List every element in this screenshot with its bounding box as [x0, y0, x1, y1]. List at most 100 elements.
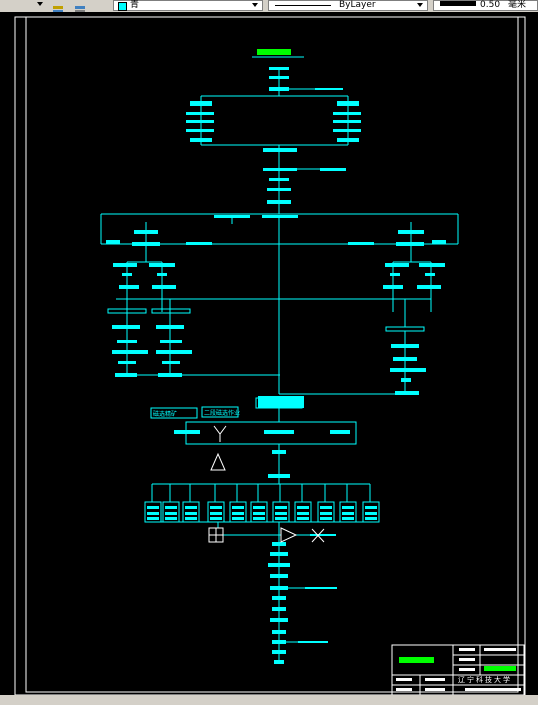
equipment-bar — [320, 168, 346, 171]
equipment-bar — [253, 512, 265, 515]
equipment-bar — [270, 618, 288, 622]
equipment-bar — [165, 506, 177, 509]
equipment-bar — [320, 517, 332, 520]
equipment-box — [162, 501, 180, 523]
equipment-bar — [147, 512, 159, 515]
lineweight-label: 0.50 — [480, 0, 501, 10]
equipment-bar — [186, 242, 212, 245]
drawing-title-bar — [257, 49, 291, 55]
chevron-down-icon[interactable] — [417, 3, 423, 7]
equipment-bar — [269, 67, 289, 70]
lineweight-unit: 毫米 — [508, 0, 527, 10]
equipment-bars — [106, 67, 446, 664]
equipment-bar — [158, 373, 182, 377]
color-swatch — [118, 2, 127, 11]
equipment-bar — [267, 200, 291, 204]
equipment-bar — [263, 148, 297, 152]
equipment-bar — [253, 517, 265, 520]
product-label: 磁选精矿产品 — [258, 400, 294, 408]
equipment-bar — [272, 640, 286, 644]
equipment-bar — [297, 512, 309, 515]
equipment-bar — [396, 242, 424, 246]
linetype-select[interactable]: ByLayer — [268, 0, 428, 11]
equipment-bar — [272, 596, 286, 600]
properties-toolbar: 青 ByLayer 0.50 毫米 — [0, 0, 538, 13]
chevron-down-icon[interactable] — [37, 2, 43, 6]
equipment-bar — [263, 168, 297, 171]
equipment-bar — [425, 273, 435, 276]
equipment-bar — [419, 263, 445, 267]
equipment-bar — [112, 325, 140, 329]
equipment-bar — [117, 340, 137, 343]
equipment-bar — [253, 506, 265, 509]
equipment-bar — [267, 188, 291, 191]
equipment-bar — [305, 587, 337, 589]
triangle-symbol — [280, 527, 298, 543]
equipment-bar — [185, 512, 197, 515]
layer-states-icon[interactable] — [74, 0, 86, 13]
equipment-bar — [395, 391, 419, 395]
equipment-bar — [185, 517, 197, 520]
title-block-school: 辽宁科技大学 — [458, 675, 512, 684]
equipment-bar — [342, 512, 354, 515]
stage-label: 二段磁选作业 — [204, 409, 240, 417]
title-block-fields — [396, 648, 521, 691]
equipment-box — [339, 501, 357, 523]
linetype-preview — [275, 5, 331, 6]
drawing-canvas[interactable]: 磁选精矿产品 磁选精矿 二段磁选作业 辽宁科技大学 — [0, 12, 538, 696]
equipment-bar — [297, 517, 309, 520]
equipment-bar — [270, 552, 288, 556]
equipment-bar — [152, 285, 176, 289]
equipment-bar — [342, 506, 354, 509]
equipment-bar — [401, 378, 411, 382]
equipment-bar — [269, 87, 289, 91]
equipment-box — [107, 308, 147, 314]
status-strip — [0, 695, 538, 705]
lineweight-preview — [440, 1, 476, 6]
equipment-bar — [174, 430, 200, 434]
equipment-bar — [333, 129, 361, 132]
equipment-bar — [269, 76, 289, 79]
equipment-bar — [186, 129, 214, 132]
equipment-bar — [147, 517, 159, 520]
equipment-bar — [165, 512, 177, 515]
y-branch-symbol — [213, 425, 227, 442]
equipment-bar — [214, 215, 250, 218]
flowsheet-drawing: 磁选精矿产品 磁选精矿 二段磁选作业 辽宁科技大学 — [14, 16, 526, 696]
equipment-bar — [275, 517, 287, 520]
equipment-bar — [272, 650, 286, 654]
equipment-bar — [210, 512, 222, 515]
equipment-bar — [398, 230, 424, 234]
equipment-bar — [134, 230, 158, 234]
arrow-symbol — [210, 452, 226, 471]
equipment-bar — [165, 517, 177, 520]
equipment-bar — [342, 517, 354, 520]
equipment-bar — [297, 506, 309, 509]
equipment-bar — [330, 430, 350, 434]
chevron-down-icon[interactable] — [252, 3, 258, 7]
equipment-bar — [272, 607, 286, 611]
stage-label-box — [201, 406, 239, 418]
equipment-box — [385, 326, 425, 332]
equipment-bar — [385, 263, 409, 267]
equipment-bar — [272, 542, 286, 546]
concentrate-label: 磁选精矿 — [153, 410, 177, 418]
equipment-bar — [186, 112, 214, 115]
equipment-bar — [275, 512, 287, 515]
equipment-bar — [264, 430, 294, 434]
equipment-bar — [268, 563, 290, 567]
equipment-bar — [232, 517, 244, 520]
equipment-bar — [119, 285, 139, 289]
equipment-bar — [262, 215, 298, 218]
layer-icon[interactable] — [52, 0, 64, 13]
product-label-box — [255, 397, 303, 409]
lineweight-select[interactable]: 0.50 毫米 — [433, 0, 538, 11]
equipment-bar — [147, 506, 159, 509]
color-label: 青 — [130, 0, 140, 10]
equipment-bar — [112, 350, 148, 354]
equipment-box — [144, 501, 162, 523]
equipment-bar — [310, 534, 336, 536]
color-select[interactable]: 青 — [113, 0, 263, 11]
equipment-bar — [333, 112, 361, 115]
title-block-green-bar — [399, 657, 434, 663]
